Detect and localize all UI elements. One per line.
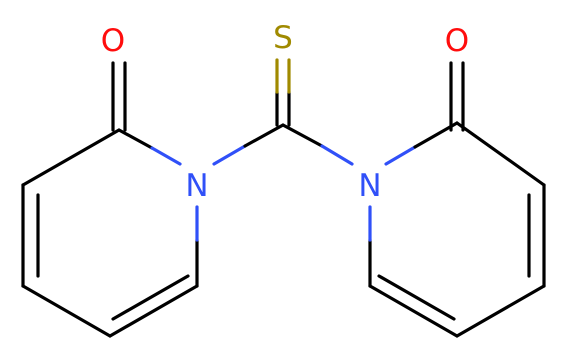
bond-left-c2-n1-b <box>150 146 182 166</box>
bond-left-c2-n1-a <box>117 128 154 150</box>
bond-left-c2-c3 <box>21 128 121 187</box>
bond-right-c5-c6 <box>368 284 459 338</box>
bond-left-c4-c5 <box>21 284 112 338</box>
bond-center-n2-a <box>281 123 324 148</box>
bond-right-c4-c5 <box>455 284 546 338</box>
atom-oxygen-right: O <box>445 23 469 59</box>
bond-right-n2-c2-b <box>413 121 459 149</box>
atom-oxygen-left: O <box>101 23 125 59</box>
bond-right-c2-c3 <box>455 121 546 187</box>
bond-right-c5-c6-inner <box>377 274 456 321</box>
bond-left-c5-c6-inner <box>111 274 190 321</box>
atom-sulfur: S <box>273 20 293 56</box>
bond-left-c5-c6 <box>108 284 199 338</box>
atom-nitrogen-left: N <box>185 168 208 204</box>
bond-n1-center-b <box>243 123 285 148</box>
atom-nitrogen-right: N <box>358 168 381 204</box>
bond-right-n2-c2-a <box>384 145 417 166</box>
bond-center-n2-b <box>320 144 354 166</box>
bond-n1-center-a <box>212 144 247 166</box>
